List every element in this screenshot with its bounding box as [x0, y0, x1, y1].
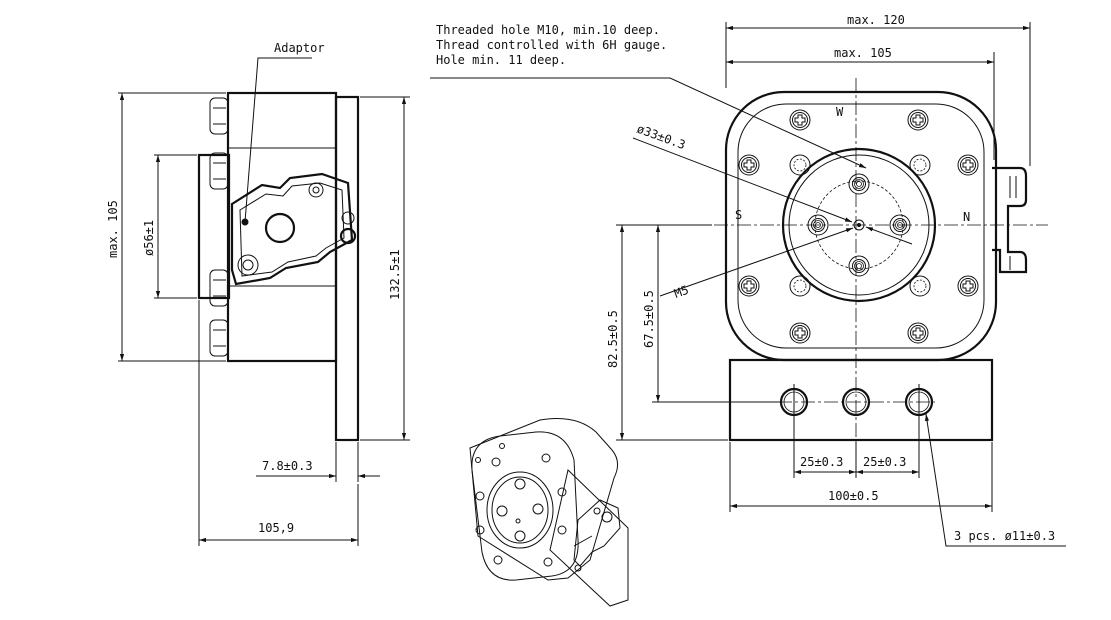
- dim-67-5: 67.5±0.5: [642, 290, 656, 348]
- note-threaded-hole-1: Threaded hole M10, min.10 deep.: [436, 23, 660, 37]
- isometric-view: [469, 418, 629, 607]
- dim-25-b: 25±0.3: [863, 455, 906, 469]
- direction-w: W: [836, 105, 844, 119]
- adaptor-label: Adaptor: [274, 41, 325, 55]
- dim-max-120: max. 120: [847, 13, 905, 27]
- side-view: Adaptor max. 105 ø56±1 132.5±1 7.8±0.3 1…: [106, 41, 410, 546]
- dim-7-8: 7.8±0.3: [262, 459, 313, 473]
- dim-max-105-top: max. 105: [834, 46, 892, 60]
- note-threaded-hole-2: Thread controlled with 6H gauge.: [436, 38, 667, 52]
- dim-25-a: 25±0.3: [800, 455, 843, 469]
- note-3-holes: 3 pcs. ø11±0.3: [954, 529, 1055, 543]
- direction-n: N: [963, 210, 970, 224]
- dim-dia-56: ø56±1: [142, 220, 156, 256]
- dim-100: 100±0.5: [828, 489, 879, 503]
- dim-side-max-105: max. 105: [106, 200, 120, 258]
- dim-dia-33: ø33±0.3: [635, 122, 687, 152]
- front-view: W S N max. 120 max. 105 Threaded hole M1…: [430, 13, 1066, 547]
- direction-s: S: [735, 208, 742, 222]
- dim-105-9: 105,9: [258, 521, 294, 535]
- dim-82-5: 82.5±0.5: [606, 310, 620, 368]
- note-threaded-hole-3: Hole min. 11 deep.: [436, 53, 566, 67]
- dim-m5: M5: [672, 283, 690, 301]
- dim-132-5: 132.5±1: [388, 249, 402, 300]
